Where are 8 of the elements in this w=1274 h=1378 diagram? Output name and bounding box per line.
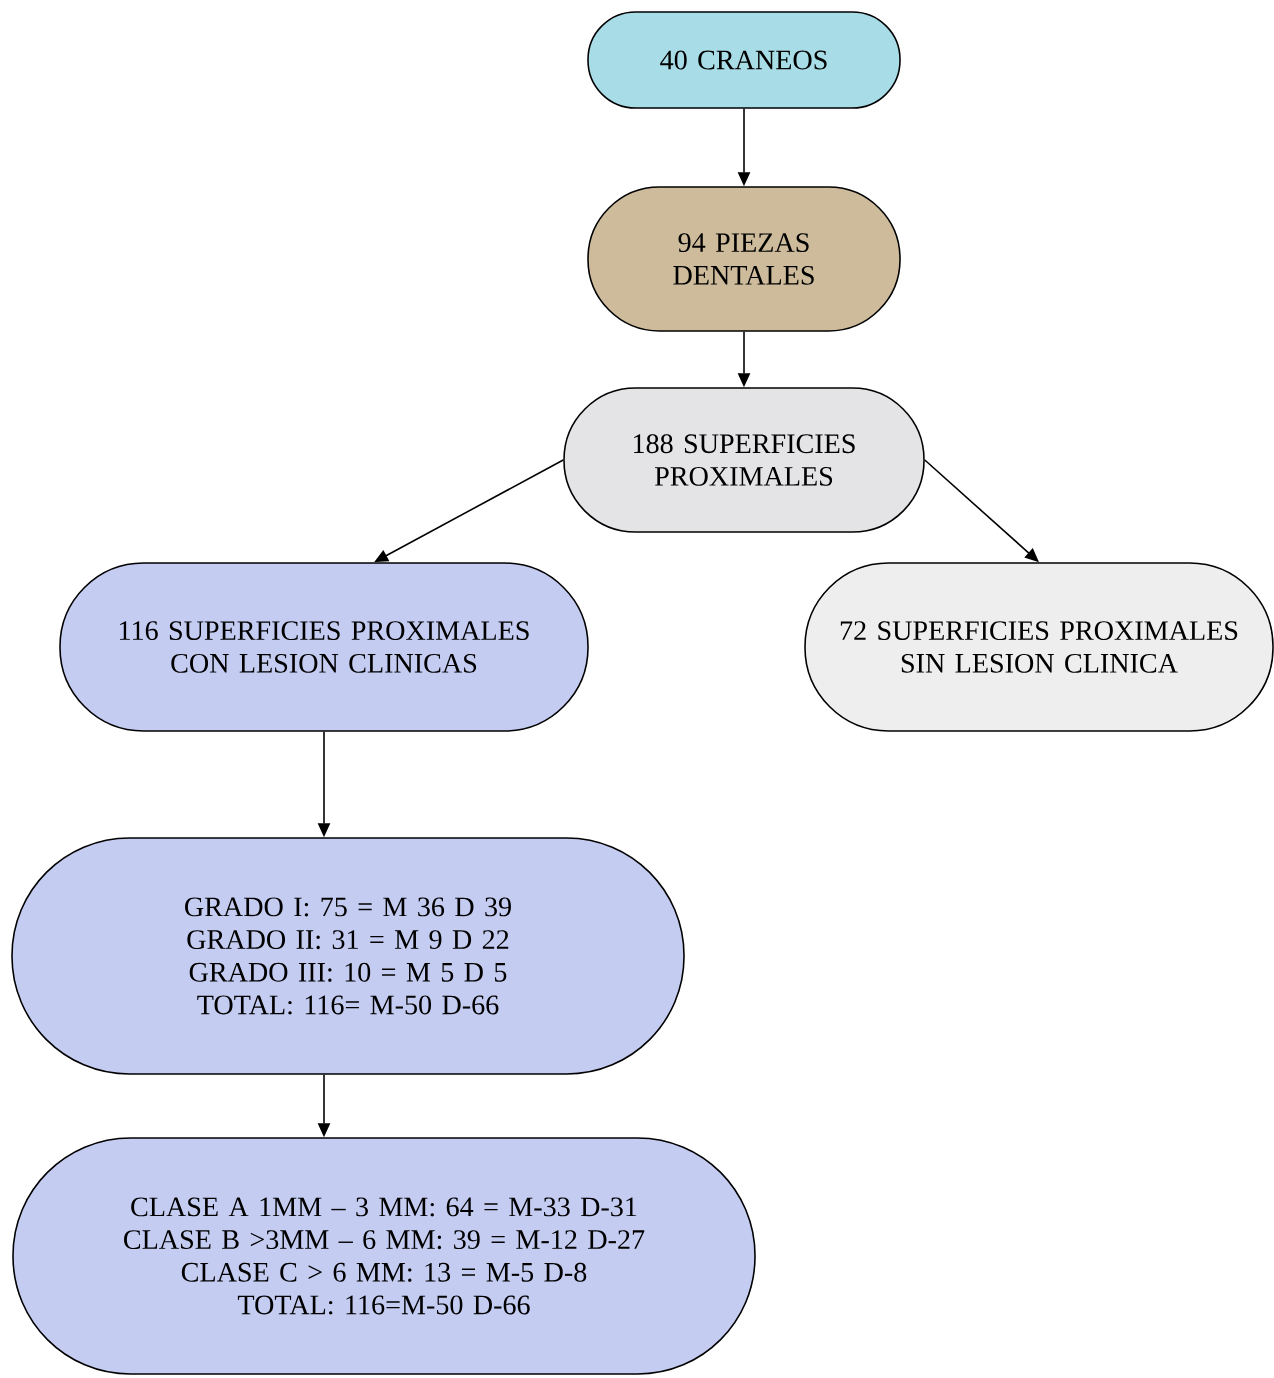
- rounded-box: 116 SUPERFICIES PROXIMALES CON LESION CLINICAS: [59, 562, 589, 732]
- rounded-box: GRADO I: 75 = M 36 D 39 GRADO II: 31 = M 9 D 22 GRADO III: 10 = M 5 D 5 TOTAL: 116= M-50 D-66: [11, 837, 685, 1075]
- arrow: [374, 459, 564, 563]
- rounded-box: 72 SUPERFICIES PROXIMALES SIN LESION CLINICA: [804, 562, 1274, 732]
- rounded-box: 94 PIEZAS DENTALES: [587, 186, 901, 332]
- rounded-box: 188 SUPERFICIES PROXIMALES: [563, 387, 925, 533]
- rounded-box: 40 CRANEOS: [587, 11, 901, 109]
- rounded-box: CLASE A 1MM – 3 MM: 64 = M-33 D-31 CLASE B >3MM – 6 MM: 39 = M-12 D-27 CLASE C > 6 MM: 13 = M-5 D-8 TOTAL: 116=M-50 D-66: [12, 1137, 756, 1375]
